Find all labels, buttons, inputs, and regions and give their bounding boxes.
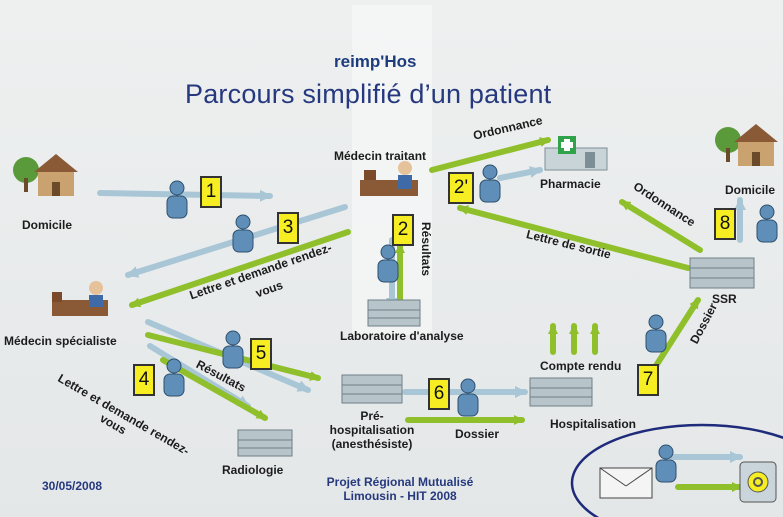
radiology-building-icon — [237, 429, 293, 457]
node-laboratoire: Laboratoire d'analyse — [340, 329, 464, 343]
node-medecin-traitant: Médecin traitant — [334, 149, 427, 163]
page-title: Parcours simplifié d’un patient — [185, 79, 552, 109]
footer-date: 30/05/2008 — [42, 479, 103, 493]
arrow-patient-to-pharmacie — [497, 166, 543, 181]
arrow-domicile-to-medecin — [97, 189, 273, 202]
arrow-ordonnance — [429, 137, 551, 173]
label-compte-rendu: Compte rendu — [540, 359, 622, 373]
step-box-2-prime: 2' — [448, 172, 474, 204]
node-domicile-right: Domicile — [725, 183, 776, 197]
label-resultats-vertical: Résultats — [419, 222, 433, 277]
footer-project-line2: Limousin - HIT 2008 — [343, 489, 457, 503]
node-pre-hospitalisation-2: hospitalisation — [329, 423, 415, 437]
arrow-dossier-ssr — [649, 297, 701, 375]
node-pre-hospitalisation-3: (anesthésiste) — [331, 437, 413, 451]
node-medecin-specialiste: Médecin spécialiste — [4, 334, 117, 348]
arrow-lettre-de-sortie — [457, 205, 691, 271]
patient-icon — [232, 214, 254, 253]
patient-icon — [222, 330, 244, 369]
node-ssr: SSR — [712, 292, 737, 306]
step-box-3: 3 — [277, 212, 299, 244]
step-box-2: 2 — [392, 214, 414, 246]
label-dossier-hosp: Dossier — [455, 427, 500, 441]
doctor-desk-icon — [360, 161, 418, 196]
logo: reimp'Hos — [330, 40, 450, 76]
patient-icon — [655, 444, 677, 483]
node-pre-hospitalisation-1: Pré- — [360, 409, 384, 423]
node-domicile-left: Domicile — [22, 218, 73, 232]
patient-icon — [377, 244, 399, 283]
prehospitalisation-building-icon — [341, 374, 403, 404]
legend-ellipse — [570, 423, 783, 517]
step-box-1: 1 — [200, 176, 222, 208]
step-box-6: 6 — [428, 378, 450, 410]
footer-project-line1: Projet Régional Mutualisé — [326, 475, 474, 489]
logo-text: reimp'Hos — [334, 52, 417, 71]
patient-icon — [645, 314, 667, 353]
patient-icon — [457, 378, 479, 417]
step-box-4: 4 — [133, 364, 155, 396]
patient-icon — [166, 180, 188, 219]
arrow-ssr-ordonnance — [619, 199, 703, 253]
step-box-7: 7 — [637, 364, 659, 396]
laboratory-building-icon — [367, 299, 421, 327]
pharmacy-icon — [544, 136, 608, 171]
house-icon — [13, 154, 78, 196]
patient-icon — [479, 164, 501, 203]
node-radiologie: Radiologie — [222, 463, 284, 477]
patient-icon — [163, 358, 185, 397]
hospital-building-icon — [529, 377, 593, 407]
house-icon — [715, 124, 778, 166]
arrow-lettre-rendez-vous-1 — [129, 229, 351, 308]
ssr-building-icon — [689, 257, 755, 289]
step-box-5: 5 — [250, 338, 272, 370]
step-box-8: 8 — [714, 208, 736, 240]
doctor-desk-icon — [52, 281, 108, 316]
letter-envelope-icon — [599, 467, 653, 499]
mail-at-icon — [739, 461, 777, 503]
node-hospitalisation: Hospitalisation — [550, 417, 637, 431]
patient-icon — [756, 204, 778, 243]
node-pharmacie: Pharmacie — [540, 177, 601, 191]
